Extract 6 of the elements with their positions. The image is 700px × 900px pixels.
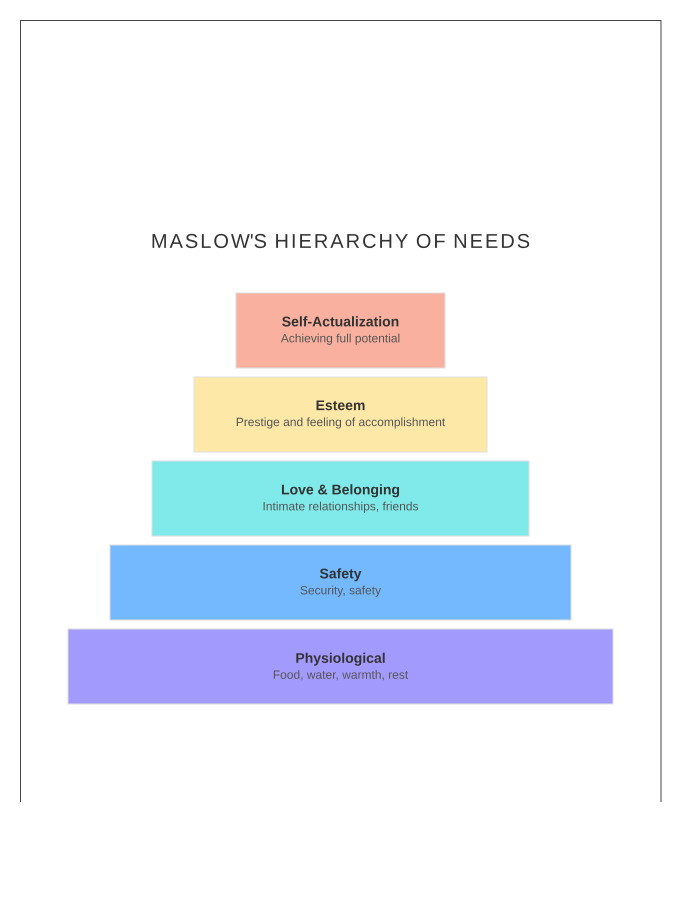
- tier-box: Self-Actualization Achieving full potential: [236, 292, 446, 368]
- tier-box: Physiological Food, water, warmth, rest: [68, 628, 614, 704]
- tier-box: Safety Security, safety: [110, 544, 572, 620]
- tier-box: Love & Belonging Intimate relationships, friends: [152, 460, 530, 536]
- title: MASLOW'S HIERARCHY OF NEEDS: [152, 234, 530, 248]
- tier-box: Esteem Prestige and feeling of accomplishment: [194, 376, 488, 452]
